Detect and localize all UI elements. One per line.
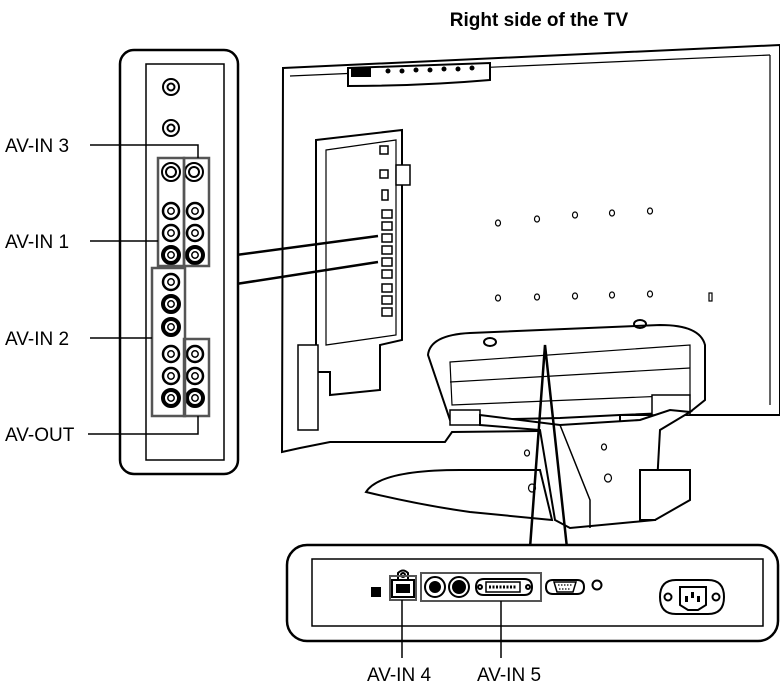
stand-base-right <box>640 470 690 520</box>
dvi-connector <box>476 579 532 595</box>
side-panel-zoom <box>120 50 238 474</box>
vga-connector <box>546 580 584 594</box>
side-latch <box>396 165 410 185</box>
foot-clip-left <box>450 410 480 425</box>
label-av-in-4: AV-IN 4 <box>367 665 431 686</box>
label-av-in-5: AV-IN 5 <box>477 665 541 686</box>
label-av-in-2: AV-IN 2 <box>5 329 69 350</box>
label-av-out: AV-OUT <box>5 425 75 446</box>
stand-base <box>366 470 552 520</box>
tv-illustration <box>282 45 780 528</box>
small-port <box>371 587 381 597</box>
diagram-title: Right side of the TV <box>450 10 629 31</box>
label-av-in-3: AV-IN 3 <box>5 136 69 157</box>
ac-inlet <box>660 580 724 614</box>
left-handle <box>298 345 318 430</box>
power-button <box>352 68 370 76</box>
label-av-in-1: AV-IN 1 <box>5 232 69 253</box>
rear-panel-zoom <box>287 545 778 641</box>
